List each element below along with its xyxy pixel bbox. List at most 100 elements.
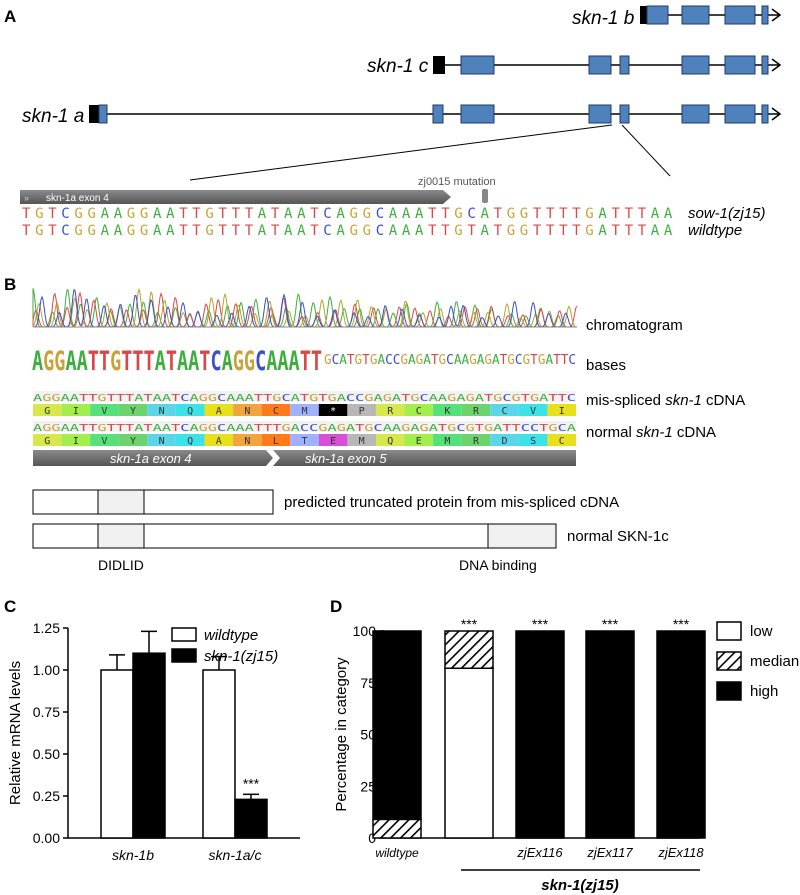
base-letter: G <box>370 353 378 368</box>
sequence-base: T <box>179 206 188 222</box>
panel-c-label: C <box>4 597 16 616</box>
base-letter: A <box>77 346 88 377</box>
y-axis-label: Percentage in category <box>333 657 350 812</box>
sequence-base: T <box>625 206 634 222</box>
cdna-base: C <box>420 393 429 404</box>
sequence-base: T <box>22 206 31 222</box>
normal-protein-label: normal SKN-1c <box>567 528 669 545</box>
amino-acid-cell <box>461 404 491 416</box>
exon4-bar-label: skn-1a exon 4 <box>110 451 192 466</box>
sequence-base: T <box>428 206 437 222</box>
amino-acid-letter: C <box>559 436 565 447</box>
sequence-base: G <box>507 223 515 239</box>
cdna-base: A <box>70 393 79 404</box>
svg-text:»: » <box>24 193 29 203</box>
amino-acid-cell <box>233 434 262 446</box>
sequence-base: G <box>205 206 213 222</box>
amino-acid-cell <box>518 434 548 446</box>
sequence-base: T <box>22 223 31 239</box>
x-tick-label: skn-1a/c <box>209 847 262 863</box>
cdna-base: T <box>502 423 511 434</box>
cdna-base: A <box>456 393 465 404</box>
sequence-base: A <box>101 206 110 222</box>
sequence-base: A <box>598 223 607 239</box>
sequence-base: C <box>376 223 384 239</box>
amino-acid-cell <box>433 404 462 416</box>
cdna-base: A <box>162 393 171 404</box>
amino-acid-cell <box>118 404 148 416</box>
base-letter: A <box>277 346 288 377</box>
sequence-base: T <box>612 223 621 239</box>
cdna-base: G <box>42 393 51 404</box>
amino-acid-letter: V <box>530 406 536 417</box>
amino-acid-cell <box>33 404 62 416</box>
cdna-base: A <box>189 393 198 404</box>
exon-bars: skn-1a exon 4 skn-1a exon 5 <box>33 450 576 466</box>
cdna-base: A <box>61 423 70 434</box>
base-letter: G <box>54 346 65 377</box>
base-letter: A <box>477 353 485 368</box>
sequence-base: A <box>415 223 424 239</box>
base-letter: A <box>408 353 416 368</box>
base-letter: G <box>507 353 515 368</box>
sequence-base: C <box>376 206 384 222</box>
cdna-base: T <box>401 393 410 404</box>
stacked-bar-segment <box>515 630 565 839</box>
base-letter: C <box>446 353 454 368</box>
sequence-base: T <box>533 206 542 222</box>
amino-acid-letter: E <box>416 436 422 447</box>
base-letter: T <box>553 353 561 368</box>
y-tick-label: 0.25 <box>33 788 60 804</box>
cdna-base: T <box>143 423 152 434</box>
cdna-base: A <box>134 423 143 434</box>
sequence-base: A <box>336 223 345 239</box>
cdna-base: A <box>245 423 254 434</box>
amino-acid-cell <box>90 434 119 446</box>
amino-acid-letter: N <box>244 406 250 417</box>
base-letter: T <box>431 353 439 368</box>
base-letter: A <box>339 353 347 368</box>
amino-acid-letter: D <box>502 436 508 447</box>
amino-acid-letter: M <box>444 436 450 447</box>
cdna-base: T <box>484 393 493 404</box>
cdna-base: T <box>475 423 484 434</box>
base-letter: C <box>332 353 340 368</box>
cdna-base: T <box>125 393 134 404</box>
amino-acid-letter: M <box>359 436 365 447</box>
x-tick-label: zjEx117 <box>586 845 633 860</box>
sequence-base: T <box>546 206 555 222</box>
sequence-base: A <box>598 206 607 222</box>
amino-acid-letter: A <box>216 406 222 417</box>
amino-acid-cell <box>404 434 434 446</box>
sequence-base: A <box>664 223 673 239</box>
sequence-base: T <box>441 206 450 222</box>
sequence-base: A <box>114 223 123 239</box>
base-letter: C <box>255 346 266 377</box>
amino-acid-cell <box>547 404 576 416</box>
cdna-base: A <box>392 423 401 434</box>
wildtype-label: wildtype <box>688 222 742 239</box>
significance-annotation: *** <box>243 775 260 791</box>
sequence-base: G <box>140 223 148 239</box>
cdna-base: A <box>162 423 171 434</box>
cdna-base: T <box>171 423 180 434</box>
base-letter: T <box>199 346 210 377</box>
amino-acid-cell <box>490 434 519 446</box>
sequence-base: T <box>310 206 319 222</box>
svg-text:AGGAATTGTTTATAATCAGGCAAATT: AGGAATTGTTTATAATCAGGCAAATT <box>32 346 322 377</box>
amino-acid-cell <box>175 404 205 416</box>
amino-acid-cell <box>261 434 291 446</box>
base-letter: A <box>377 353 385 368</box>
cdna-base: T <box>272 423 281 434</box>
sequence-base: A <box>402 206 411 222</box>
amino-acid-cell <box>118 434 148 446</box>
sequence-base: C <box>61 223 69 239</box>
sequence-base: A <box>258 223 267 239</box>
chromatogram-trace <box>32 287 578 328</box>
base-letter: C <box>385 353 393 368</box>
cdna-base: A <box>383 423 392 434</box>
zoom-line-right <box>621 124 671 177</box>
sequence-base: G <box>454 206 462 222</box>
